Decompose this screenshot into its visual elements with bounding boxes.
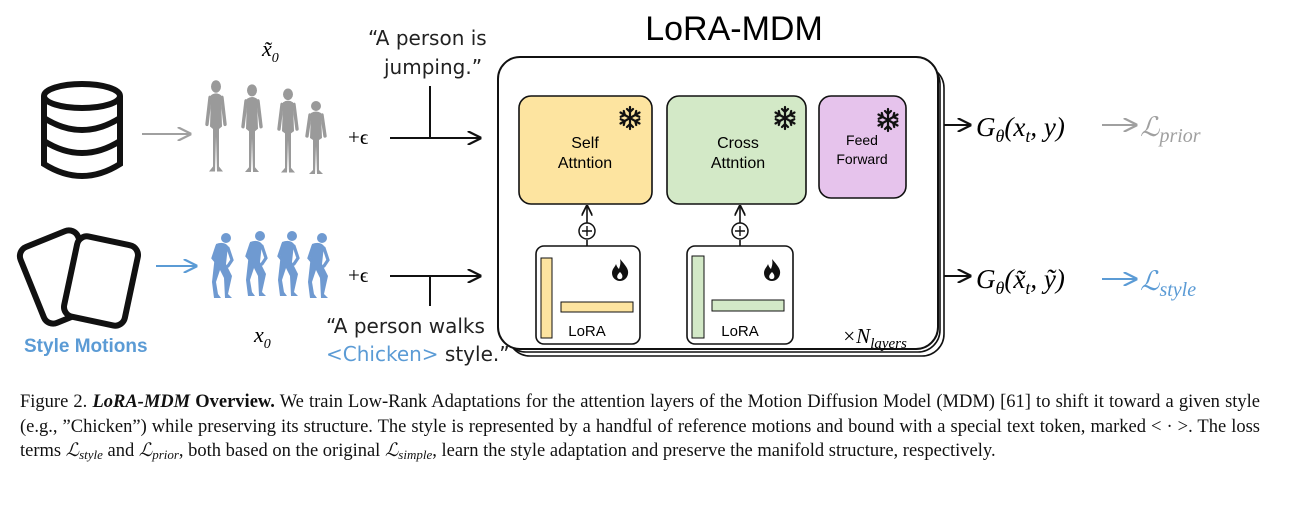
database-icon [41, 81, 123, 179]
caption-loss-style: ℒstyle [65, 441, 103, 462]
figure-caption: Figure 2. LoRA-MDM Overview. We train Lo… [20, 390, 1260, 468]
caption-heading: Overview. [195, 392, 275, 412]
lora-self-bar-b [560, 301, 634, 313]
cross-attention-block [666, 95, 807, 205]
caption-text-2: , both based on the original [178, 441, 385, 461]
prior-loss-label: ℒprior [1140, 112, 1201, 147]
top-noise-label: +ϵ [348, 125, 369, 149]
feed-forward-label-1: Feed [846, 132, 878, 148]
motion-cards-icon [16, 227, 141, 329]
caption-and: and [102, 441, 139, 461]
lora-cross-label: LoRA [721, 323, 759, 340]
caption-text-3: , learn the style adaptation and preserv… [432, 441, 996, 461]
lora-self-label: LoRA [568, 323, 606, 340]
lora-cross-bar-a [691, 255, 705, 339]
top-prompt-line1: “A person is [368, 26, 487, 50]
feed-forward-label-2: Forward [836, 151, 887, 167]
bottom-prompt-line1: “A person walks [326, 314, 485, 338]
cross-attention-label-1: Cross [717, 135, 759, 152]
prior-output-formula: Gθ(xt, y) [976, 112, 1065, 146]
style-motions-label: Style Motions [24, 336, 148, 357]
caption-figure-number: Figure 2. [20, 392, 88, 412]
self-attention-block [518, 95, 653, 205]
bottom-prompt-line2: <Chicken> style.” [326, 342, 510, 366]
bottom-data-label: x0 [253, 322, 271, 352]
chicken-motion-figures [210, 229, 330, 300]
top-data-label: x̃0 [261, 36, 279, 66]
bottom-noise-label: +ϵ [348, 263, 369, 287]
lora-mdm-diagram: x̃0 Style Motions x0 +ϵ “A person is jum… [16, 10, 1201, 366]
caption-text-1: We train Low-Rank Adaptations for the at… [20, 392, 1261, 461]
diagram-title: LoRA-MDM [645, 10, 823, 48]
jumping-motion-figures [207, 80, 327, 176]
top-prompt-line2: jumping.” [383, 55, 482, 79]
self-attention-label-2: Attntion [558, 155, 612, 172]
self-attention-label-1: Self [571, 135, 599, 152]
layers-count-label: ×Nlayers [842, 324, 907, 352]
style-loss-label: ℒstyle [1140, 266, 1196, 301]
cross-circled-plus-icon [731, 206, 749, 246]
style-output-formula: Gθ(x̃t, ỹ) [976, 264, 1065, 298]
cross-attention-label-2: Attntion [711, 155, 765, 172]
caption-loss-prior: ℒprior [138, 441, 179, 462]
caption-model-name: LoRA-MDM [92, 392, 191, 412]
self-circled-plus-icon [578, 206, 596, 246]
caption-loss-simple: ℒsimple [384, 441, 433, 462]
lora-cross-bar-b [711, 299, 785, 312]
lora-self-bar-a [540, 257, 553, 339]
